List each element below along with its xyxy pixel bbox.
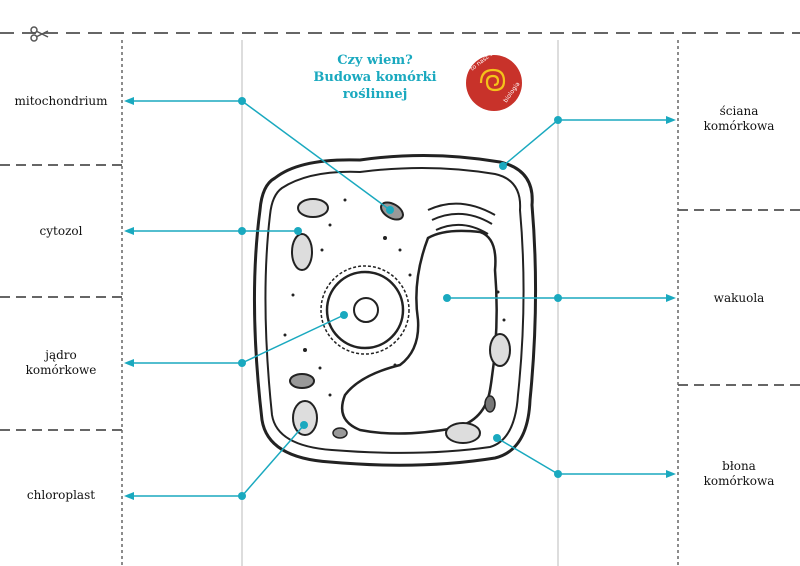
mitochondrion-2	[289, 373, 315, 389]
pointer-jadro-diag	[241, 314, 345, 364]
pointer-lines	[124, 97, 676, 500]
label-sciana-line-2: komórkowa	[703, 119, 775, 133]
chloroplast-5	[445, 422, 481, 444]
label-chloroplast: chloroplast	[26, 488, 96, 502]
chloroplast-1	[297, 198, 329, 218]
pointer-chloroplast-diag	[241, 424, 305, 497]
mitochondrion-4	[332, 427, 348, 439]
vacuole	[340, 229, 498, 435]
label-blona-komorkowa: błona komórkowa	[678, 459, 800, 489]
label-sciana-line-1: ściana	[719, 104, 759, 118]
pointer-blona-diag	[496, 437, 559, 475]
label-jadro-line-2: komórkowe	[25, 363, 97, 377]
label-jadro-komorkowe: jądro komórkowe	[0, 348, 122, 378]
label-sciana-komorkowa: ściana komórkowa	[678, 104, 800, 134]
brand-logo: to nasz świat biologia	[466, 43, 522, 111]
title-line-3: roślinnej	[342, 87, 408, 102]
label-jadro-line-1: jądro	[45, 348, 77, 362]
chloroplast-3	[292, 400, 318, 436]
golgi-3	[435, 223, 489, 235]
arrow-chloroplast	[124, 492, 134, 500]
pointer-mitochondrium-diag	[241, 100, 391, 211]
endoplasmic-reticulum	[320, 265, 410, 355]
cytosol-granules	[283, 198, 506, 397]
title-line-2: Budowa komórki	[313, 70, 437, 85]
arrow-cytozol	[124, 227, 134, 235]
arrow-mitochondrium	[124, 97, 134, 105]
nucleolus	[353, 297, 379, 323]
spiral-icon	[479, 68, 506, 92]
title-line-1: Czy wiem?	[337, 53, 413, 68]
label-blona-line-1: błona	[722, 459, 756, 473]
golgi-2	[431, 212, 493, 225]
label-cytozol: cytozol	[39, 224, 83, 238]
mitochondrion-3	[484, 395, 496, 413]
chloroplast-2	[291, 233, 313, 271]
golgi-1	[427, 202, 496, 216]
label-blona-line-2: komórkowa	[703, 474, 775, 488]
label-mitochondrium: mitochondrium	[14, 94, 108, 108]
label-wakuola: wakuola	[713, 291, 765, 305]
diagram-title: Czy wiem? Budowa komórki roślinnej	[300, 52, 450, 103]
arrow-blona	[666, 470, 676, 478]
pointer-sciana-diag	[502, 119, 559, 167]
arrow-sciana	[666, 116, 676, 124]
scissors-icon	[30, 26, 49, 42]
chloroplast-4	[489, 333, 511, 367]
logo-text-bottom: biologia	[502, 80, 522, 105]
arrow-jadro	[124, 359, 134, 367]
arrow-wakuola	[666, 294, 676, 302]
